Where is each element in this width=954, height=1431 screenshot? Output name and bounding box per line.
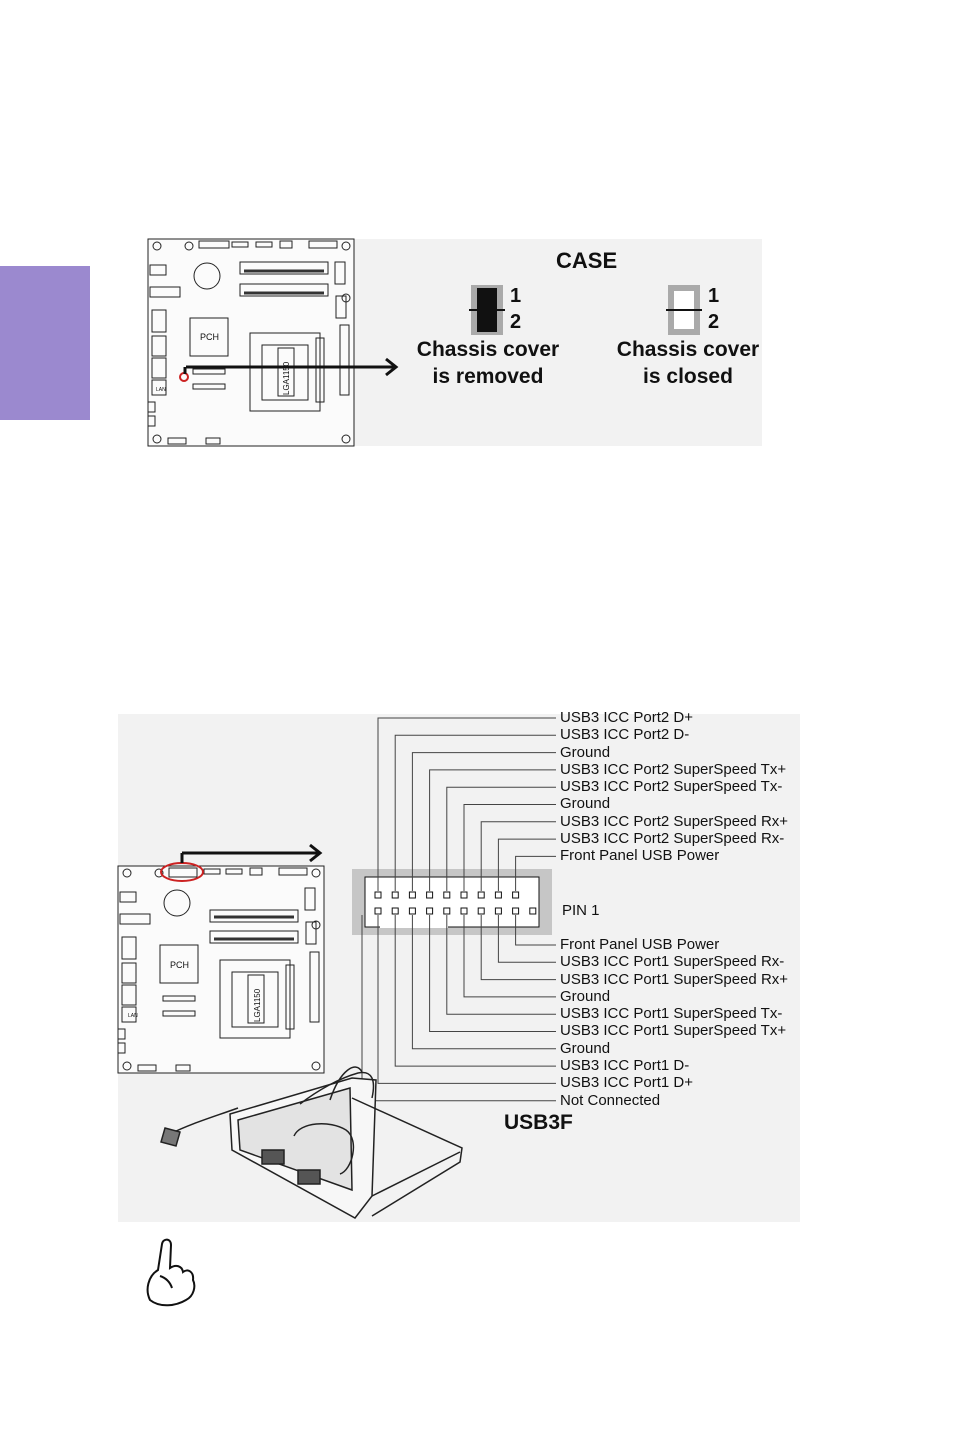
header-pin: [529, 907, 537, 915]
signal-wire: [429, 915, 556, 1032]
signal-wire: [394, 734, 556, 891]
case-board-lan-label: LAN: [156, 387, 166, 393]
signal-label: Ground: [560, 1039, 611, 1057]
header-pin: [374, 907, 382, 915]
header-pin: [460, 907, 468, 915]
signal-wire: [515, 855, 556, 891]
case-diagram-title: CASE: [556, 248, 618, 273]
signal-label: Ground: [560, 795, 611, 813]
header-pin: [443, 907, 451, 915]
usb3f-diagram-title: USB3F: [504, 1111, 573, 1134]
signal-label: USB3 ICC Port2 D-: [560, 726, 690, 744]
signal-label: USB3 ICC Port1 D-: [560, 1057, 690, 1075]
signal-wire: [446, 915, 556, 1015]
usb3f-pointer-arrow: [180, 843, 323, 863]
signal-wire: [515, 915, 556, 946]
usb3f-pin1-label: PIN 1: [562, 902, 600, 919]
signal-wire: [429, 769, 556, 891]
signal-label: Front Panel USB Power: [560, 936, 720, 953]
signal-label: Front Panel USB Power: [560, 847, 720, 865]
case-board-pch-label: PCH: [200, 332, 219, 342]
header-pin: [374, 891, 382, 899]
signal-wire: [480, 821, 556, 891]
case-removed-caption-line1: Chassis cover: [416, 338, 560, 361]
header-pin: [408, 891, 416, 899]
header-pin: [408, 907, 416, 915]
signal-label: Ground: [560, 743, 611, 761]
case-jumper-closed-icon: [666, 285, 702, 335]
header-pin: [512, 907, 520, 915]
header-pin: [494, 891, 502, 899]
header-pin: [512, 891, 520, 899]
signal-label: USB3 ICC Port2 SuperSpeed Tx+: [560, 760, 787, 778]
usb3f-bottom-row-signal-list: Front Panel USB Power USB3 ICC Port1 Sup…: [560, 936, 788, 1109]
signal-wire: [497, 915, 556, 963]
header-pin: [426, 891, 434, 899]
case-jumper-removed-icon: [469, 285, 505, 335]
signal-label: USB3 ICC Port2 SuperSpeed Rx+: [560, 812, 789, 830]
signal-wire: [446, 786, 556, 891]
signal-label: Not Connected: [560, 1091, 661, 1109]
header-pin: [443, 891, 451, 899]
signal-label: USB3 ICC Port1 SuperSpeed Rx+: [560, 970, 789, 988]
signal-wire: [480, 915, 556, 981]
usb3f-top-row-signal-list: USB3 ICC Port2 D+ USB3 ICC Port2 D- Grou…: [560, 709, 788, 865]
signal-wire: [463, 915, 556, 998]
header-pin: [494, 907, 502, 915]
signal-label: USB3 ICC Port2 SuperSpeed Tx-: [560, 778, 783, 796]
usb3f-pin-grid: [374, 891, 537, 915]
signal-label: USB3 ICC Port1 SuperSpeed Tx-: [560, 1005, 783, 1023]
header-pin: [477, 891, 485, 899]
chapter-side-tab: [0, 266, 90, 420]
case-removed-pin2-label: 2: [510, 311, 522, 333]
usb3-front-bracket-illustration: [160, 1066, 463, 1219]
header-pin: [391, 907, 399, 915]
signal-label: USB3 ICC Port1 SuperSpeed Tx+: [560, 1022, 787, 1040]
signal-wire: [497, 838, 556, 891]
case-closed-caption: Chassis cover is closed: [600, 336, 776, 390]
header-pin: [391, 891, 399, 899]
usb3f-board-pch-label: PCH: [170, 960, 189, 970]
signal-label: USB3 ICC Port1 D+: [560, 1074, 693, 1092]
usb3f-connector-header: [352, 869, 552, 935]
usb3f-board-socket-label: LGA1150: [253, 988, 262, 1022]
case-closed-caption-line1: Chassis cover: [616, 338, 760, 361]
case-board-socket-label: LGA1150: [282, 361, 291, 395]
case-pointer-arrow: [183, 357, 399, 377]
header-pin: [477, 907, 485, 915]
header-pin: [426, 907, 434, 915]
case-removed-caption: Chassis cover is removed: [400, 336, 576, 390]
signal-wire: [377, 717, 556, 891]
usb3f-board-lan-label: LAN: [128, 1013, 138, 1019]
signal-wire: [463, 804, 556, 891]
signal-wire: [377, 915, 556, 1084]
signal-label: USB3 ICC Port2 SuperSpeed Rx-: [560, 830, 785, 848]
header-pin: [460, 891, 468, 899]
signal-wire: [394, 915, 556, 1067]
signal-label: Ground: [560, 987, 611, 1005]
case-removed-caption-line2: is removed: [432, 365, 544, 388]
case-closed-pin2-label: 2: [708, 311, 720, 333]
case-closed-caption-line2: is closed: [643, 365, 733, 388]
signal-wire: [411, 915, 556, 1050]
note-hand-pointer-icon: [146, 1238, 196, 1307]
case-closed-pin1-label: 1: [708, 285, 720, 307]
motherboard-usb3f-illustration: [117, 865, 325, 1074]
signal-label: USB3 ICC Port1 SuperSpeed Rx-: [560, 953, 785, 971]
signal-wire: [411, 752, 556, 891]
signal-label: USB3 ICC Port2 D+: [560, 709, 693, 726]
motherboard-top-illustration: [147, 238, 355, 447]
case-removed-pin1-label: 1: [510, 285, 522, 307]
